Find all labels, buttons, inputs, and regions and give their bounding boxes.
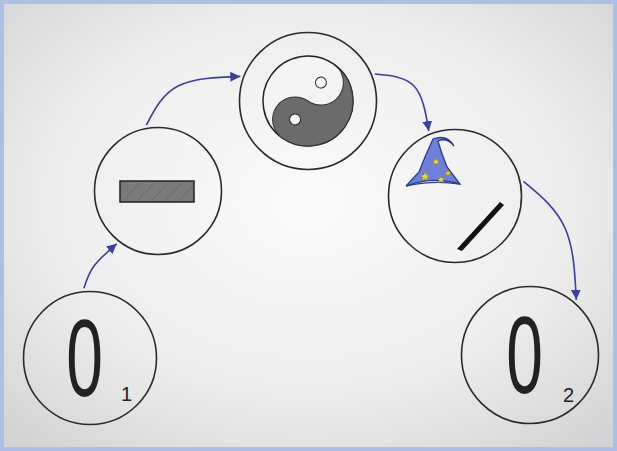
- circle-outline: [93, 126, 223, 256]
- flow-arrow: [84, 244, 117, 288]
- flow-arrow: [146, 76, 240, 125]
- minus-bar: [120, 181, 194, 202]
- circle-border: [389, 130, 522, 263]
- circle-node: 01: [22, 290, 158, 426]
- node-symbol: 0: [66, 303, 103, 413]
- circle-border: [462, 287, 599, 424]
- flow-arrow: [375, 74, 429, 131]
- circle-border: [240, 33, 377, 170]
- node-symbol: 0: [506, 300, 543, 410]
- circle-node: 02: [460, 285, 600, 425]
- yin-yang-symbol: [245, 38, 370, 163]
- circle-border: [95, 128, 222, 255]
- pencil-hatching: [124, 183, 193, 200]
- circle-outline: [387, 128, 523, 264]
- wizard-hat: [406, 138, 460, 186]
- subscript-number: 1: [121, 384, 132, 404]
- magic-wand: [457, 202, 504, 251]
- circle-outline: [238, 31, 378, 171]
- circle-node: [238, 31, 378, 171]
- flow-arrow: [523, 181, 576, 299]
- circle-node: [387, 128, 523, 264]
- circle-node: [93, 126, 223, 256]
- subscript-number: 2: [563, 385, 574, 405]
- circle-border: [24, 292, 157, 425]
